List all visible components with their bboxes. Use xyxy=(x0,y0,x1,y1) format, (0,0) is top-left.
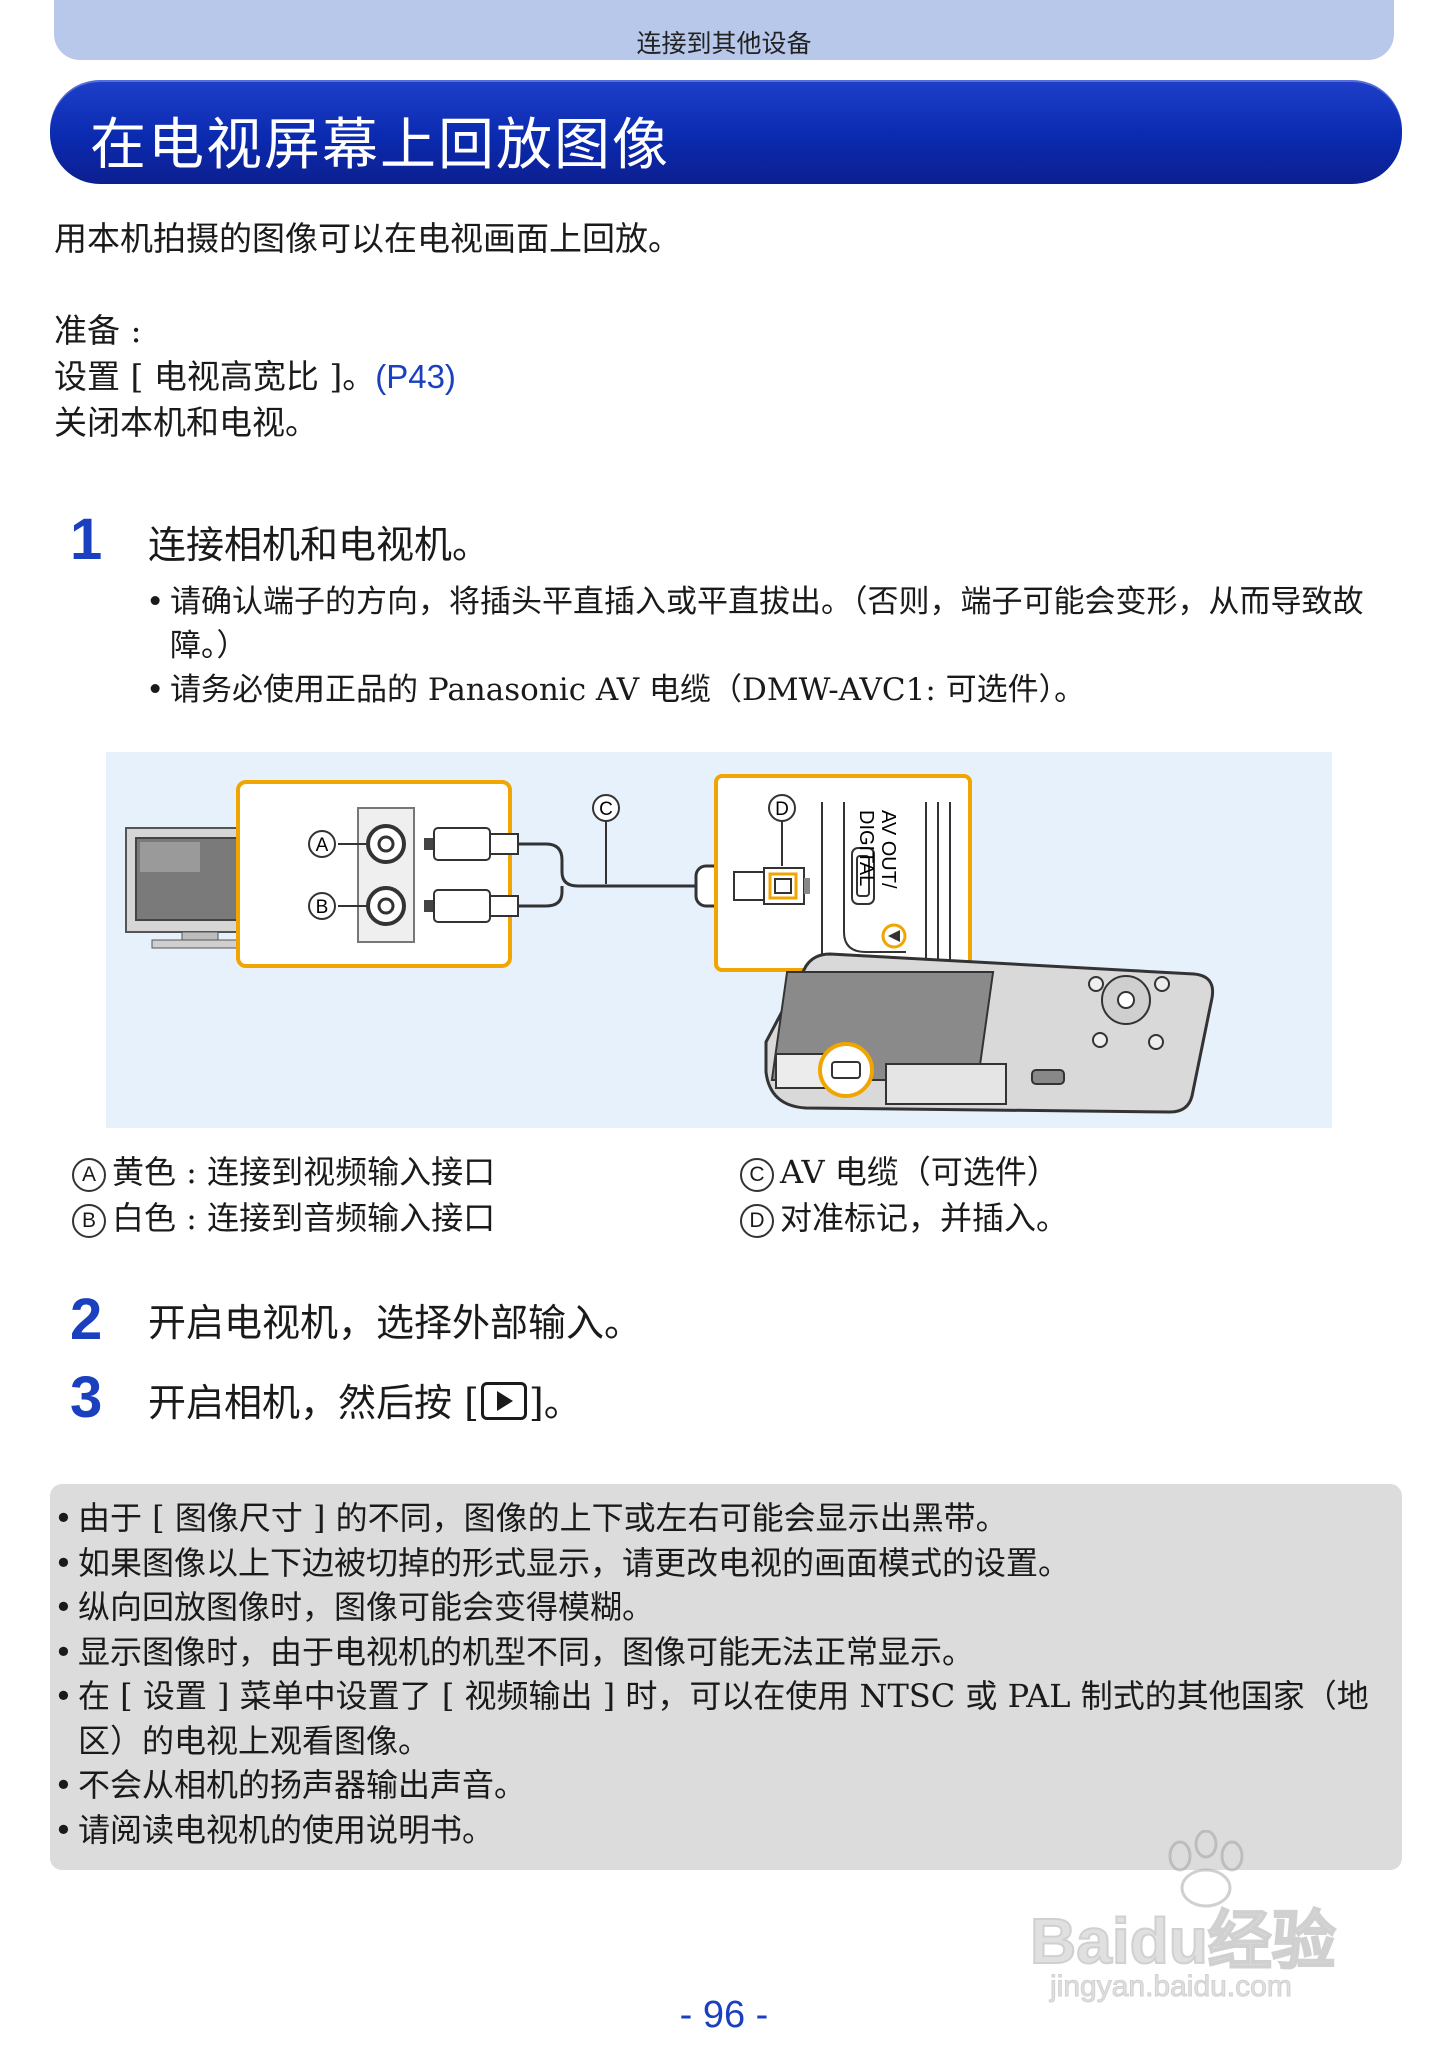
marker-b-badge: B xyxy=(72,1204,106,1238)
bullet-text: 请务必使用正品的 Panasonic AV 电缆（DMW-AVC1: 可选件）。 xyxy=(170,672,1086,708)
usb-av-plug xyxy=(733,867,810,905)
section-title: 连接到其他设备 xyxy=(636,29,812,58)
marker-c: C xyxy=(592,794,620,884)
port-label-digital: DIGITAL xyxy=(855,810,877,886)
marker-a-badge: A xyxy=(72,1158,106,1192)
step-3-text-prefix: 开启相机，然后按 [ xyxy=(148,1381,479,1425)
marker-a-label: A xyxy=(316,835,329,856)
step-3-number: 3 xyxy=(70,1365,103,1430)
list-item: •如果图像以上下边被切掉的形式显示，请更改电视的画面模式的设置。 xyxy=(54,1541,1394,1586)
note-text: 不会从相机的扬声器输出声音。 xyxy=(78,1766,527,1804)
page-link-p43[interactable]: (P43) xyxy=(375,358,456,395)
legend-text: AV 电缆（可选件） xyxy=(780,1153,1059,1191)
marker-d-label: D xyxy=(775,799,789,820)
rca-plug-yellow xyxy=(424,827,519,861)
step-3-text: 开启相机，然后按 [ ]。 xyxy=(148,1372,582,1427)
note-text: 在 [ 设置 ] 菜单中设置了 [ 视频输出 ] 时，可以在使用 NTSC 或 … xyxy=(78,1677,1369,1760)
marker-b-label: B xyxy=(316,897,329,918)
prep-label: 准备 : xyxy=(54,311,142,350)
list-item: •请确认端子的方向，将插头平直插入或平直拔出。（否则，端子可能会变形，从而导致故… xyxy=(146,580,1396,668)
connection-diagram: A B C xyxy=(106,752,1332,1128)
title-bar: 在电视屏幕上回放图像 xyxy=(50,80,1402,184)
marker-d: D xyxy=(768,794,796,866)
list-item: •由于 [ 图像尺寸 ] 的不同，图像的上下或左右可能会显示出黑带。 xyxy=(54,1496,1394,1541)
marker-d-badge: D xyxy=(740,1204,774,1238)
step-1-bullets: •请确认端子的方向，将插头平直插入或平直拔出。（否则，端子可能会变形，从而导致故… xyxy=(146,580,1396,712)
legend-text: 白色 : 连接到音频输入接口 xyxy=(112,1199,496,1237)
page-title: 在电视屏幕上回放图像 xyxy=(90,113,670,178)
marker-c-badge: C xyxy=(740,1158,774,1192)
rca-plug-white xyxy=(424,889,519,923)
step-1-text: 连接相机和电视机。 xyxy=(148,523,491,567)
prep-line-1-text: 设置 [ 电视高宽比 ]。 xyxy=(54,357,376,396)
note-text: 由于 [ 图像尺寸 ] 的不同，图像的上下或左右可能会显示出黑带。 xyxy=(78,1499,1008,1537)
legend-text: 黄色 : 连接到视频输入接口 xyxy=(112,1153,496,1191)
list-item: •不会从相机的扬声器输出声音。 xyxy=(54,1763,1394,1808)
notes-list: •由于 [ 图像尺寸 ] 的不同，图像的上下或左右可能会显示出黑带。 •如果图像… xyxy=(54,1496,1394,1852)
marker-a: A xyxy=(308,830,368,858)
page-number: - 96 - xyxy=(679,1994,769,2036)
note-text: 纵向回放图像时，图像可能会变得模糊。 xyxy=(78,1588,655,1626)
list-item: •请务必使用正品的 Panasonic AV 电缆（DMW-AVC1: 可选件）… xyxy=(146,668,1396,712)
note-text: 请阅读电视机的使用说明书。 xyxy=(78,1810,495,1849)
step-1-number: 1 xyxy=(70,507,103,572)
list-item: •在 [ 设置 ] 菜单中设置了 [ 视频输出 ] 时，可以在使用 NTSC 或… xyxy=(54,1674,1394,1763)
marker-c-label: C xyxy=(599,799,613,820)
camera-port-panel: AV OUT/ DIGITAL xyxy=(821,802,951,964)
note-text: 如果图像以上下边被切掉的形式显示，请更改电视的画面模式的设置。 xyxy=(78,1543,1071,1582)
step-2-text: 开启电视机，选择外部输入。 xyxy=(148,1301,643,1345)
watermark-url: jingyan.baidu.com xyxy=(1050,1970,1293,2004)
watermark-brand: Baidu经验 xyxy=(1029,1904,1337,1978)
list-item: •纵向回放图像时，图像可能会变得模糊。 xyxy=(54,1585,1394,1630)
play-icon xyxy=(480,1382,527,1420)
camera-illustration xyxy=(764,952,1215,1114)
prep-block: 准备 : 设置 [ 电视高宽比 ]。(P43) 关闭本机和电视。 xyxy=(54,308,456,446)
notes-box: •由于 [ 图像尺寸 ] 的不同，图像的上下或左右可能会显示出黑带。 •如果图像… xyxy=(50,1484,1402,1870)
step-2-number: 2 xyxy=(70,1287,103,1352)
baidu-watermark: Baidu经验 jingyan.baidu.com xyxy=(1029,1830,1370,2020)
marker-b: B xyxy=(308,892,368,920)
paw-icon xyxy=(1168,1830,1244,1908)
legend-text: 对准标记，并插入。 xyxy=(780,1199,1069,1237)
intro-text: 用本机拍摄的图像可以在电视画面上回放。 xyxy=(54,219,681,258)
note-text: 显示图像时，由于电视机的机型不同，图像可能无法正常显示。 xyxy=(78,1632,975,1671)
prep-line-1: 设置 [ 电视高宽比 ]。(P43) xyxy=(54,354,456,400)
port-label-av-out: AV OUT/ xyxy=(877,810,899,889)
list-item: •请阅读电视机的使用说明书。 xyxy=(54,1808,1394,1853)
prep-line-2: 关闭本机和电视。 xyxy=(54,403,318,442)
bullet-text: 请确认端子的方向，将插头平直插入或平直拔出。（否则，端子可能会变形，从而导致故障… xyxy=(170,584,1364,664)
step-3-text-suffix: ]。 xyxy=(528,1381,582,1425)
section-tab: 连接到其他设备 xyxy=(54,0,1394,60)
list-item: •显示图像时，由于电视机的机型不同，图像可能无法正常显示。 xyxy=(54,1630,1394,1675)
